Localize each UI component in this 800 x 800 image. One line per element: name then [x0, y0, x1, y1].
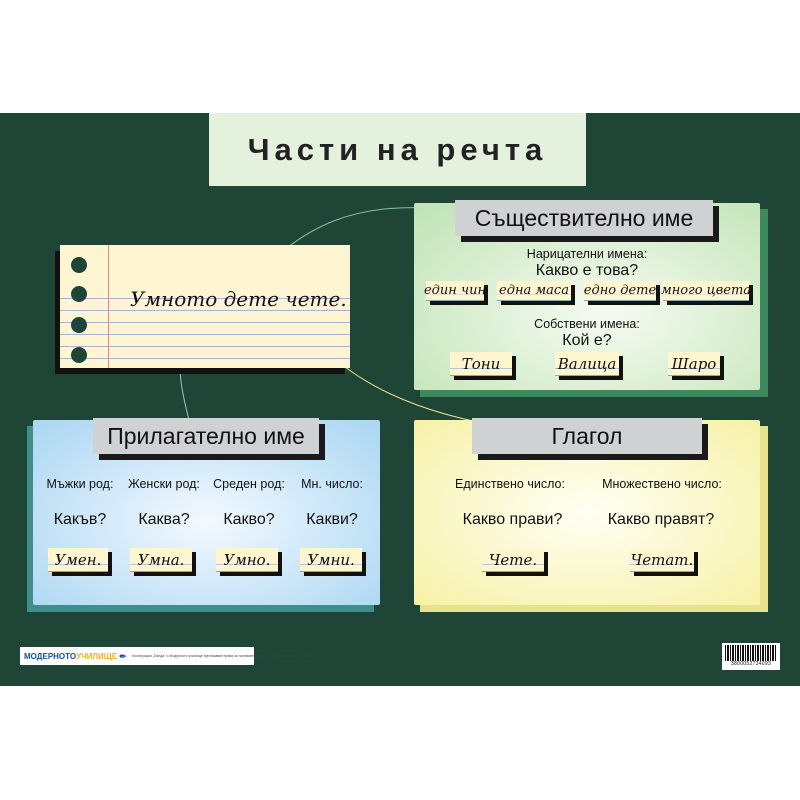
hole-icon — [71, 257, 87, 273]
verb-label: Единствено число: — [455, 477, 565, 491]
verb-question: Какво правят? — [607, 511, 715, 528]
adjective-label: Мъжки род: — [46, 477, 114, 491]
adjective-question: Какви? — [306, 511, 358, 528]
example-card: един чин — [424, 281, 486, 301]
adjective-question: Каква? — [138, 511, 190, 528]
hole-icon — [71, 317, 87, 333]
example-card: Умно. — [216, 548, 278, 572]
verb-label: Множествено число: — [602, 477, 722, 491]
publisher-footer: МОДЕРНОТОУЧИЛИЩЕ ✏ Кооперация „Панда" и … — [20, 647, 314, 665]
example-card: Шаро — [668, 352, 720, 376]
publisher-logo: МОДЕРНОТОУЧИЛИЩЕ ✏ — [24, 651, 127, 661]
adjective-label: Мн. число: — [301, 477, 363, 491]
hole-icon — [71, 286, 87, 302]
noun-common-label: Нарицателни имена: — [526, 247, 648, 261]
example-card: Умна. — [130, 548, 192, 572]
adjective-heading: Прилагателно име — [93, 418, 319, 454]
example-card: Чете. — [482, 548, 544, 572]
verb-heading: Глагол — [472, 418, 702, 454]
notebook-card: Умното дете чете. — [60, 245, 350, 368]
example-card: Валица — [555, 352, 619, 376]
page-title: Части на речта — [209, 113, 586, 186]
example-card: Тони — [450, 352, 512, 376]
adjective-question: Какво? — [223, 511, 275, 528]
barcode-number: 3800052734093 — [730, 661, 772, 667]
hole-icon — [71, 347, 87, 363]
adjective-label: Среден род: — [213, 477, 285, 491]
noun-proper-label: Собствени имена: — [534, 317, 640, 331]
noun-heading: Съществително име — [455, 200, 713, 236]
example-card: много цвета — [661, 281, 751, 301]
example-sentence: Умното дете чете. — [130, 287, 347, 311]
example-card: Умен. — [48, 548, 108, 572]
noun-proper-question: Кой е? — [562, 332, 612, 349]
barcode: 3800052734093 — [722, 643, 780, 670]
margin-line — [108, 245, 109, 368]
noun-common-question: Какво е това? — [535, 262, 639, 279]
barcode-bars — [725, 645, 777, 661]
adjective-label: Женски род: — [128, 477, 200, 491]
example-card: едно дете — [584, 281, 656, 301]
example-card: една маса — [497, 281, 571, 301]
example-card: Четат. — [630, 548, 694, 572]
adjective-question: Какъв? — [53, 511, 107, 528]
copyright-text: Кооперация „Панда" и Модерното училище п… — [132, 654, 314, 658]
verb-question: Какво прави? — [462, 511, 563, 528]
example-card: Умни. — [300, 548, 362, 572]
